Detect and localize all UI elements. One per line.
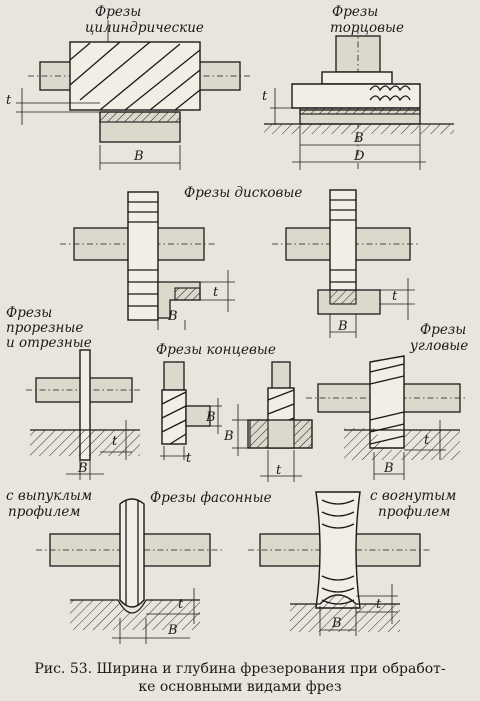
title-cylindrical-line2: цилиндрические (85, 20, 204, 36)
title-slotting-line1: Фрезы (6, 305, 52, 321)
end-mills-view: Фрезы концевые t B (156, 342, 313, 482)
dim-B-face: B (353, 131, 364, 146)
title-end: Фрезы концевые (156, 342, 276, 358)
figure-caption: Рис. 53. Ширина и глубина фрезерования п… (0, 660, 480, 696)
end-mill-left-shank (163, 361, 185, 391)
title-face-line2: торцовые (330, 20, 404, 36)
face-cutter-shank (335, 35, 381, 73)
dim-t-end-right: t (276, 463, 282, 478)
table-face (264, 124, 454, 134)
title-convex: с выпуклым профилем (6, 488, 96, 520)
dim-B-disk-right: B (337, 319, 348, 334)
title-concave-line1: с вогнутым (370, 488, 456, 504)
end-mill-left-body (161, 389, 187, 445)
caption-line1: Рис. 53. Ширина и глубина фрезерования п… (34, 661, 446, 677)
title-angle: Фрезы угловые (409, 322, 471, 354)
workpiece-concave (290, 595, 400, 632)
helical-teeth (69, 41, 201, 111)
title-slotting-line3: и отрезные (6, 335, 92, 351)
dim-D-face: D (353, 149, 365, 164)
dim-t-slotting: t (112, 434, 118, 449)
disk-cutter-left: t B (60, 191, 235, 330)
disk-cutter-left-body (127, 191, 159, 321)
title-slotting: Фрезы прорезные и отрезные (6, 305, 92, 351)
title-face: Фрезы торцовые (330, 4, 404, 36)
convex-cutter-body (119, 498, 145, 608)
dim-B-convex: B (167, 623, 178, 638)
dim-t-disk-left: t (213, 285, 219, 300)
title-angle-line1: Фрезы (420, 322, 466, 338)
cylindrical-cutter-body (69, 41, 201, 111)
cylindrical-cutter-view: Фрезы цилиндрические B t (6, 4, 250, 170)
slotting-cutter-view: Фрезы прорезные и отрезные B t (6, 305, 140, 480)
end-mill-right: B t (223, 361, 313, 482)
dim-t-disk-right: t (392, 289, 398, 304)
milling-diagram: Фрезы цилиндрические B t (6, 4, 471, 644)
shaped-cutters-view: Фрезы фасонные с выпуклым профилем с вог… (6, 488, 461, 644)
dim-B-angle: B (383, 461, 394, 476)
caption-line2: ке основными видами фрез (138, 679, 342, 695)
convex-profile-cutter: B t (36, 498, 222, 644)
concave-cutter-body (315, 491, 361, 609)
title-concave-line2: профилем (378, 504, 451, 520)
title-slotting-line2: прорезные (6, 320, 83, 336)
dim-t-end-left: t (186, 451, 192, 466)
dim-t-convex: t (178, 597, 184, 612)
title-cylindrical-line1: Фрезы (95, 4, 141, 20)
dim-B-concave: B (331, 616, 342, 631)
concave-profile-cutter: B t (248, 491, 432, 636)
disk-cutter-right: t B (272, 189, 420, 338)
workpiece-convex (70, 600, 200, 630)
title-angle-line2: угловые (409, 338, 468, 354)
title-convex-line2: профилем (8, 504, 81, 520)
removed-layer-cylindrical (99, 111, 181, 123)
end-mill-right-shank (271, 361, 291, 391)
dim-B-slotting: B (77, 461, 88, 476)
face-cutter-teeth (369, 85, 411, 102)
disk-cutters-view: Фрезы дисковые t B (60, 185, 420, 338)
title-convex-line1: с выпуклым (6, 488, 92, 504)
end-mill-left: t B (160, 361, 222, 466)
title-concave: с вогнутым профилем (370, 488, 461, 520)
dim-B-cylindrical: B (133, 149, 144, 164)
title-shaped: Фрезы фасонные (150, 490, 272, 506)
title-disk: Фрезы дисковые (184, 185, 302, 201)
dim-t-face: t (262, 89, 268, 104)
angle-cutter-view: Фрезы угловые B t (306, 322, 471, 480)
dim-B-end-left: B (205, 410, 216, 425)
removed-layer-face (299, 107, 421, 115)
workpiece-angle (344, 428, 460, 460)
dim-B-end-right: B (223, 429, 234, 444)
face-cutter-body (291, 83, 421, 109)
face-cutter-view: Фрезы торцовые t B D (262, 4, 454, 170)
dim-B-disk-left: B (167, 309, 178, 324)
face-cutter-hub (321, 71, 393, 85)
dim-t-angle: t (424, 433, 430, 448)
title-face-line1: Фрезы (332, 4, 378, 20)
slotting-cutter-body (79, 349, 91, 461)
title-cylindrical: Фрезы цилиндрические (85, 4, 204, 36)
dim-t-cylindrical: t (6, 93, 12, 108)
dim-t-concave: t (376, 597, 382, 612)
workpiece-end-left (185, 405, 211, 427)
